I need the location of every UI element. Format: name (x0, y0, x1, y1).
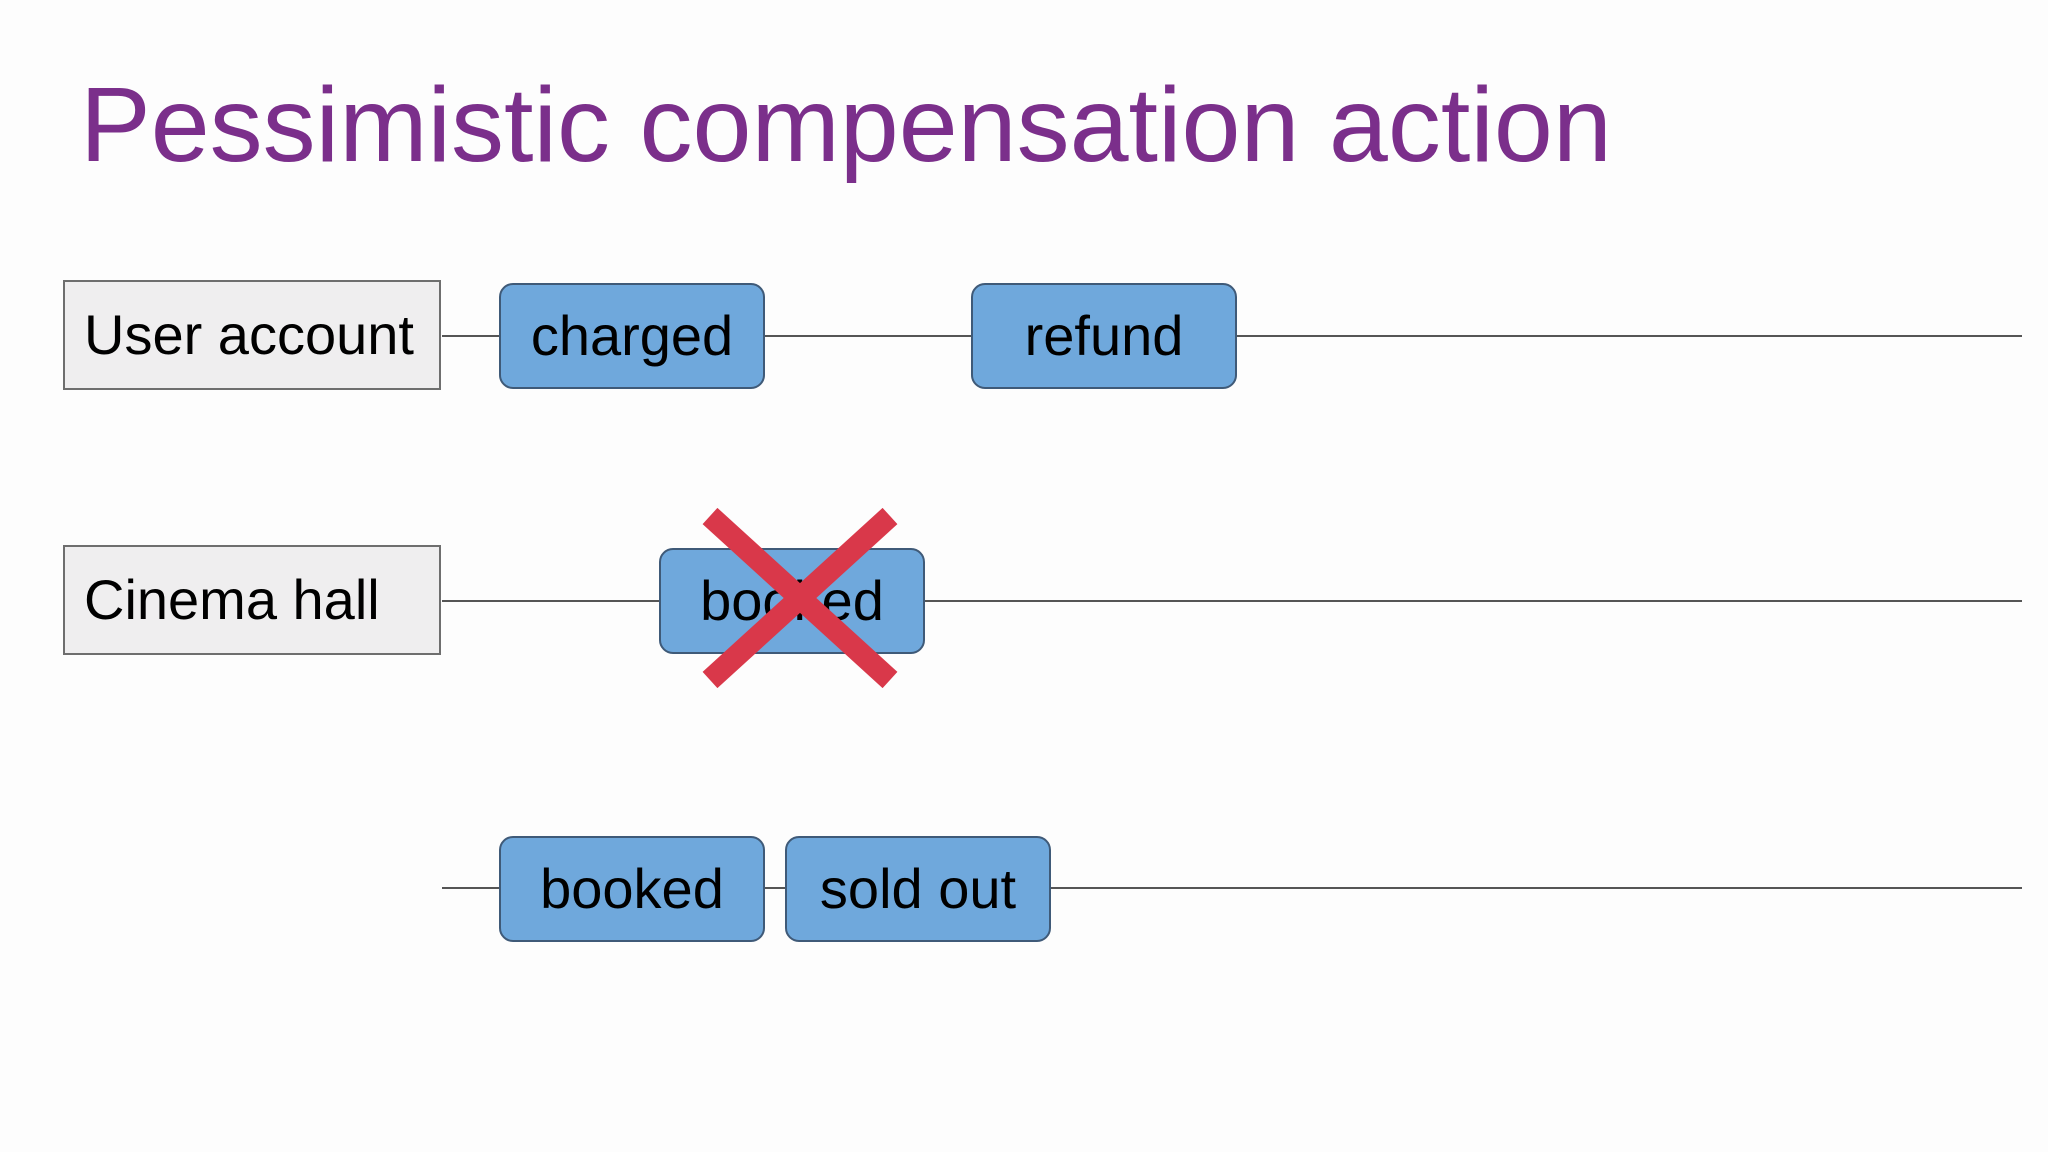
event-charged: charged (499, 283, 765, 389)
page-title: Pessimistic compensation action (80, 66, 1612, 184)
event-booked: booked (499, 836, 765, 942)
timeline-third-lane (442, 887, 2022, 889)
timeline-cinema-hall (442, 600, 2022, 602)
event-sold-out: sold out (785, 836, 1051, 942)
lane-label-user-account: User account (63, 280, 441, 390)
lane-label-cinema-hall: Cinema hall (63, 545, 441, 655)
cross-mark-icon (702, 508, 898, 688)
event-refund: refund (971, 283, 1237, 389)
